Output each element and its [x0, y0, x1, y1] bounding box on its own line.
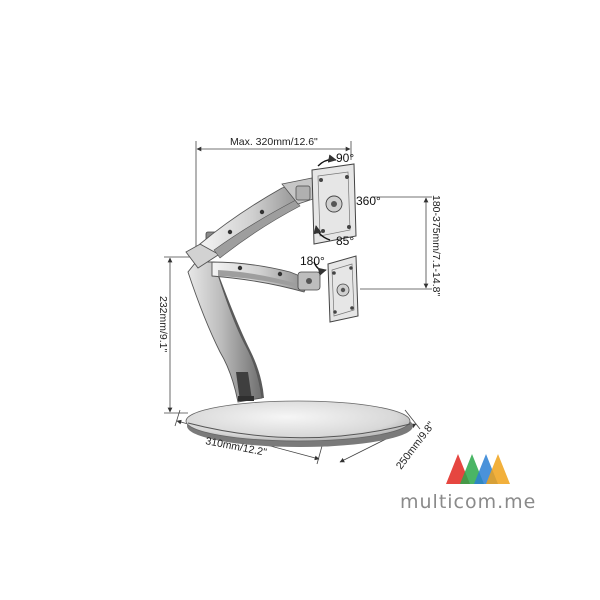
swivel-angle-label: 180° [300, 254, 325, 268]
max-reach-label: Max. 320mm/12.6" [230, 136, 318, 148]
tilt-up-angle-label: 90° [336, 151, 354, 165]
stand-column [187, 261, 264, 403]
stand-base [185, 400, 413, 447]
stand-height-label: 232mm/9.1" [157, 296, 169, 353]
tilt-down-angle-label: 85° [336, 234, 354, 248]
rotation-angle-label: 360° [356, 194, 381, 208]
watermark-text: multicom.me [400, 491, 536, 513]
multicom-logo: multicom.me [400, 454, 536, 513]
logo-m-icon [446, 454, 510, 484]
lower-arm [211, 261, 321, 293]
rotation-arrows [313, 154, 337, 276]
upper-arm [199, 177, 317, 259]
upper-vesa-plate [311, 163, 357, 245]
lower-vesa-plate [327, 255, 359, 323]
height-range-label: 180-375mm/7.1-14.8" [430, 195, 442, 296]
